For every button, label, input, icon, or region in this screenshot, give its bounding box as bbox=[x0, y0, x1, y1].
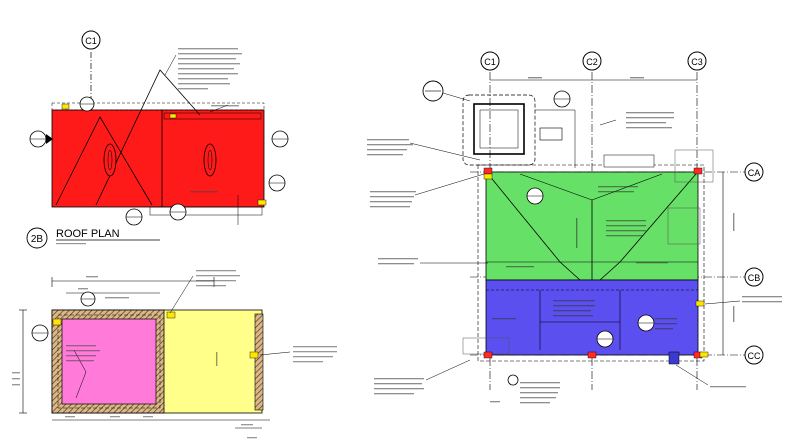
note-tag-icon bbox=[699, 351, 709, 358]
grid-bubble-icon: CB bbox=[744, 267, 764, 287]
column-tag-icon bbox=[483, 167, 493, 175]
note-tag-icon bbox=[52, 318, 62, 326]
roof-area-red bbox=[51, 109, 265, 208]
column-tag-icon bbox=[483, 351, 493, 359]
roof-drain-icon bbox=[103, 143, 117, 177]
masonry-wall bbox=[254, 313, 264, 411]
room-area-pink bbox=[61, 318, 157, 405]
note-tag-icon bbox=[61, 103, 70, 110]
section-marker-icon bbox=[596, 330, 614, 348]
note-tag-icon bbox=[249, 351, 259, 359]
section-marker-icon bbox=[125, 208, 143, 226]
grid-label-ca: CA bbox=[748, 168, 761, 178]
note-tag-icon bbox=[169, 113, 177, 119]
section-marker-icon bbox=[31, 324, 49, 342]
grid-label-c1-top: C1 bbox=[85, 36, 97, 46]
roof-plan-title-block: 2B ROOF PLAN bbox=[26, 227, 160, 249]
section-marker-icon bbox=[79, 96, 95, 112]
grid-bubble-icon: C1 bbox=[81, 30, 101, 50]
note-tag-icon bbox=[257, 199, 267, 206]
roof-plan-view: 2B ROOF PLAN C1 bbox=[26, 30, 289, 249]
section-marker-icon bbox=[29, 130, 53, 148]
section-marker-icon bbox=[169, 203, 187, 221]
grid-label-cb: CB bbox=[748, 273, 761, 283]
section-marker-icon bbox=[526, 187, 544, 205]
section-marker-icon bbox=[80, 291, 96, 307]
grid-label-cc: CC bbox=[748, 351, 761, 361]
grid-bubble-icon: CC bbox=[744, 345, 764, 365]
room-area-blue bbox=[485, 279, 699, 356]
note-tag-icon bbox=[483, 173, 493, 180]
pit-outline bbox=[462, 94, 536, 166]
view-number-bubble-icon bbox=[26, 227, 48, 249]
roof-plan-title: ROOF PLAN bbox=[56, 228, 120, 240]
main-plan-view: C1 C2 C3 CA CB CC bbox=[367, 51, 782, 404]
grid-bubble-icon: C3 bbox=[687, 51, 707, 71]
grid-label-c2: C2 bbox=[586, 57, 598, 67]
grid-label-c3: C3 bbox=[691, 57, 703, 67]
grid-bubble-icon: C1 bbox=[480, 51, 500, 71]
detail-callout-icon bbox=[422, 80, 471, 102]
section-marker-icon bbox=[268, 174, 286, 192]
section-marker-icon bbox=[637, 314, 655, 332]
column-tag-icon bbox=[587, 351, 597, 359]
section-marker-icon bbox=[553, 90, 571, 108]
note-tag-icon bbox=[695, 300, 705, 307]
section-marker-icon bbox=[507, 374, 519, 386]
grid-bubble-icon: C2 bbox=[582, 51, 602, 71]
section-marker-icon bbox=[271, 130, 289, 148]
note-tag-icon bbox=[166, 311, 176, 319]
grid-bubble-icon: CA bbox=[744, 162, 764, 182]
roof-drain-icon bbox=[203, 143, 217, 177]
room-plan-view bbox=[12, 270, 337, 439]
sump-icon bbox=[668, 351, 680, 365]
column-tag-icon bbox=[693, 167, 703, 175]
grid-label-c1: C1 bbox=[484, 57, 496, 67]
roof-plan-number: 2B bbox=[31, 234, 44, 245]
